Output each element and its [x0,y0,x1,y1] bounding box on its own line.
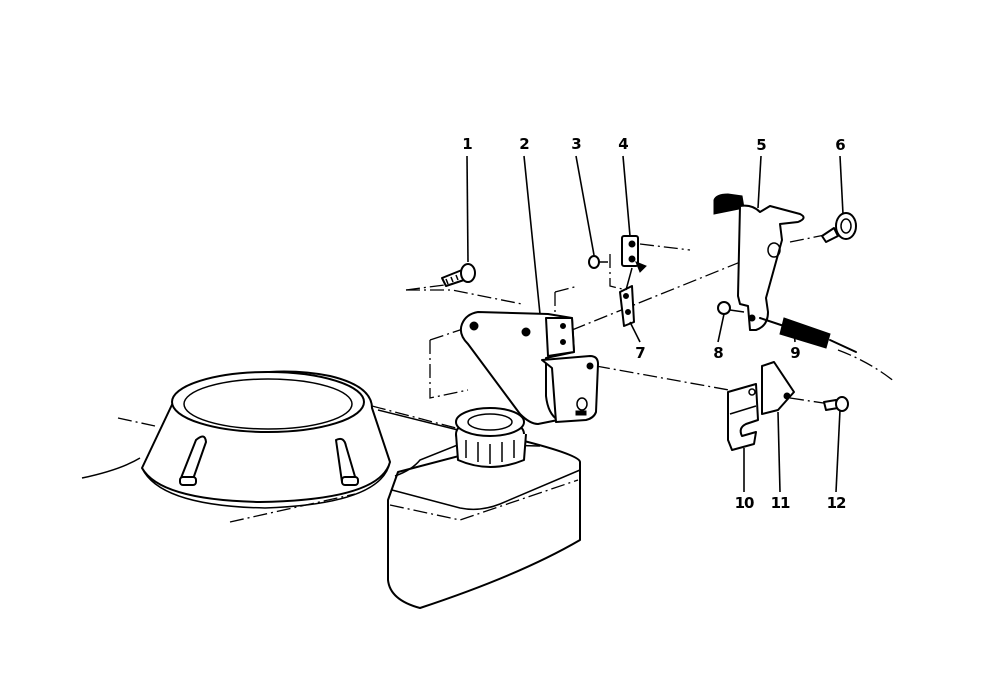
callout-11: 11 [770,494,791,512]
callout-4: 4 [618,135,628,153]
recoil-starter-housing [81,370,391,523]
callout-9: 9 [790,344,800,362]
callout-7: 7 [635,344,645,362]
callout-2: 2 [519,135,529,153]
part-3-screw [588,255,608,269]
part-11-plate [761,361,795,415]
part-12-screw [823,396,849,412]
callout-1: 1 [462,135,472,153]
callout-5: 5 [756,136,766,154]
fuel-tank [377,407,581,609]
part-6-shoulder-screw [821,212,857,243]
callout-3: 3 [571,135,581,153]
part-7-link [619,267,635,327]
part-1-screw [441,263,476,287]
part-10-cable-clamp [727,383,759,451]
callout-12: 12 [826,494,847,512]
callout-10: 10 [734,494,755,512]
part-5-throttle-lever [713,193,805,331]
callout-6: 6 [835,136,845,154]
part-2-control-bracket [459,311,599,425]
part-9-cable-spring [759,317,857,353]
callout-8: 8 [713,344,723,362]
part-4-link-plate [621,235,647,273]
leader-lines [466,155,844,493]
